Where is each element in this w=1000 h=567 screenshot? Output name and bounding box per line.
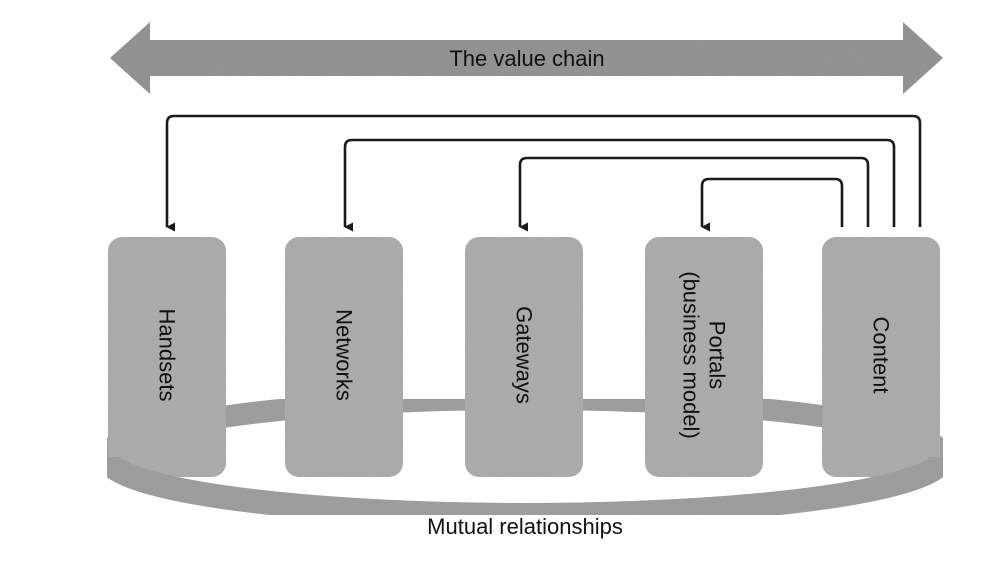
connector-arrows: [165, 114, 922, 232]
box-handsets: Handsets: [108, 237, 226, 477]
box-content: Content: [822, 237, 940, 477]
connector-content-to-handsets: [165, 114, 922, 232]
box-portals: Portals(business model): [645, 237, 763, 477]
connector-content-to-networks: [343, 138, 896, 232]
relationships-ring-front: [95, 454, 955, 527]
value-chain-arrow: [110, 22, 943, 94]
box-label: Gateways: [512, 306, 537, 404]
box-label: Networks: [332, 309, 357, 401]
value-chain-label: The value chain: [449, 46, 604, 71]
connector-content-to-gateways: [518, 156, 870, 232]
connector-content-to-portals: [700, 177, 844, 232]
box-label: Content: [869, 316, 894, 393]
box-label: (business model): [679, 271, 704, 439]
box-networks: Networks: [285, 237, 403, 477]
relationships-label: Mutual relationships: [427, 514, 623, 539]
box-gateways: Gateways: [465, 237, 583, 477]
box-label: Handsets: [155, 309, 180, 402]
box-label: Portals: [705, 321, 730, 389]
